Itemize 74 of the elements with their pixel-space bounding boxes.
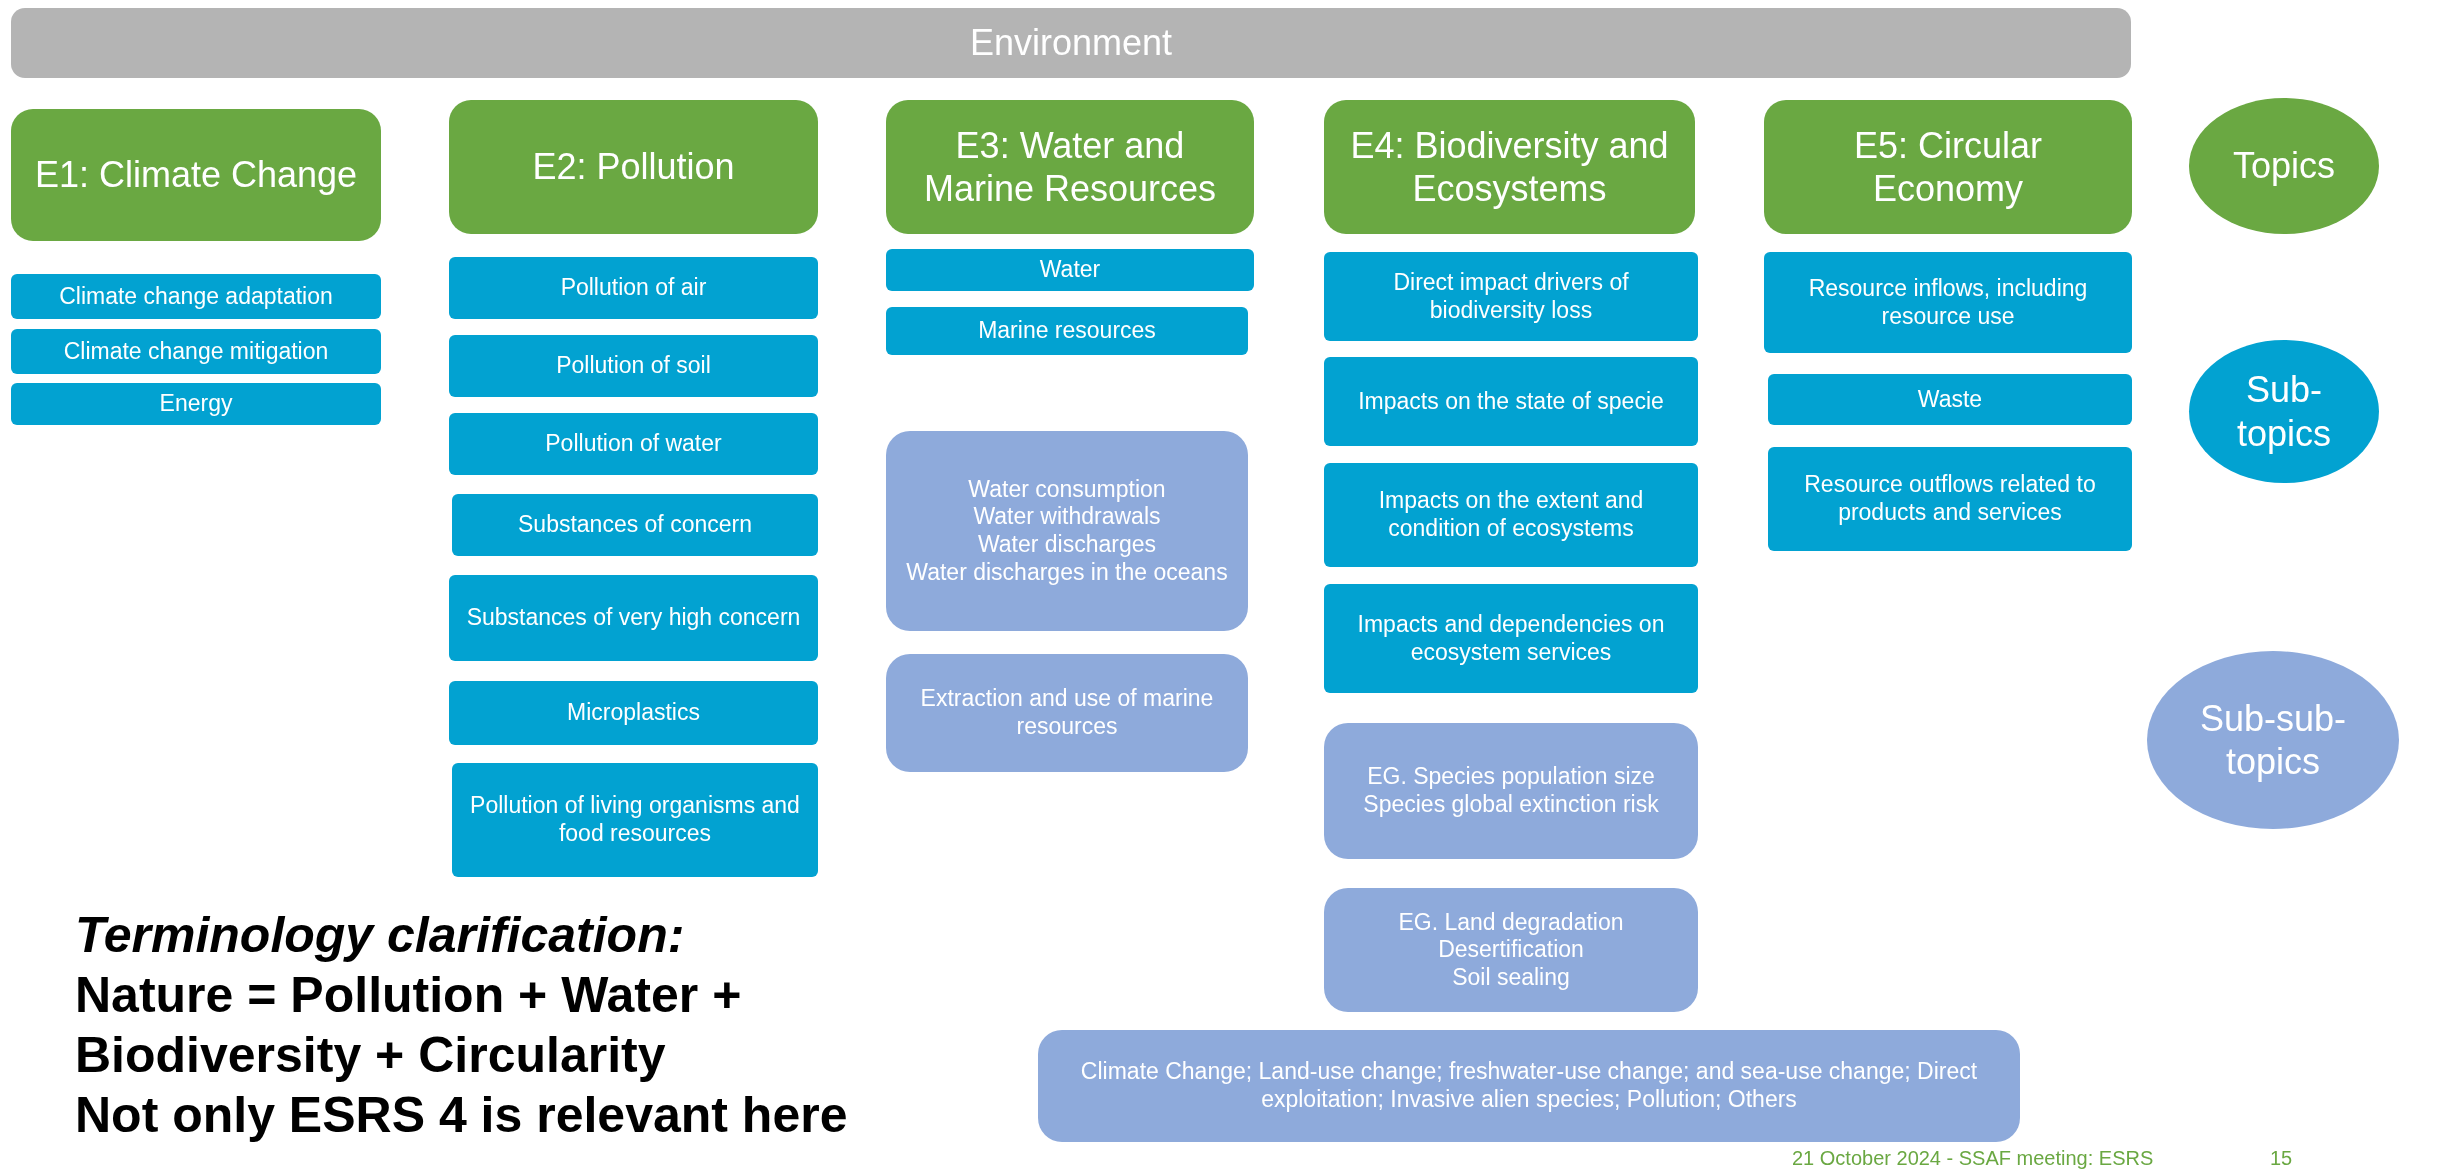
subtopic-box — [1324, 357, 1698, 446]
subsubtopic-text: Extraction and use of marine resources — [919, 685, 1215, 741]
subtopic-box — [449, 575, 818, 661]
topic-title: E3: Water and Marine Resources — [922, 123, 1218, 211]
subtopic-box — [452, 763, 818, 877]
subtopic-box — [449, 257, 818, 319]
subsubtopic-box — [1038, 1030, 2020, 1142]
subtopic-box — [1768, 447, 2132, 551]
subtopic-text: Pollution of water — [545, 430, 722, 458]
subsubtopic-text: EG. Species population size — [1367, 763, 1655, 791]
subtopic-box — [449, 413, 818, 475]
note-text: Not only ESRS 4 is relevant here — [75, 1086, 849, 1145]
subsubtopic-text: Water consumption — [968, 475, 1166, 504]
subtopic-text: Pollution of living organisms and food resources — [469, 792, 801, 848]
subsubtopic-text: Species global extinction risk — [1363, 791, 1659, 819]
topic-title: E2: Pollution — [532, 145, 735, 189]
subtopic-text: Energy — [159, 390, 233, 418]
subsubtopic-box — [886, 431, 1248, 631]
subtopic-text: Substances of concern — [518, 511, 752, 539]
subtopic-box — [11, 274, 381, 319]
subtopic-text: Pollution of air — [560, 274, 707, 302]
subtopic-text: Impacts and dependencies on ecosystem services — [1356, 610, 1666, 667]
subsubtopic-text: Climate Change; Land-use change; freshwater-use change; and sea-use change; Direct exploitation; Invasive alien species; Pollution; Others — [1079, 1058, 1979, 1114]
subtopic-text: Substances of very high concern — [466, 604, 801, 632]
section-banner — [11, 8, 2131, 78]
subtopic-box — [449, 335, 818, 397]
topic-box — [886, 100, 1254, 234]
subsubtopic-text: EG. Land degradation — [1398, 908, 1624, 937]
subtopic-text: Climate change mitigation — [63, 337, 329, 366]
subtopic-box — [11, 329, 381, 374]
subtopic-text: Resource inflows, including resource use — [1807, 274, 2089, 331]
subsubtopic-text: Water discharges in the oceans — [906, 558, 1228, 587]
banner-title: Environment — [969, 21, 1173, 65]
subtopic-box — [1768, 374, 2132, 425]
topic-title: E5: Circular Economy — [1852, 123, 2044, 211]
subtopic-box — [1324, 584, 1698, 693]
subtopic-box — [449, 681, 818, 745]
page-number: 15 — [2270, 1146, 2294, 1170]
subsubtopic-box — [1324, 888, 1698, 1012]
note-text: Nature = Pollution + Water + Biodiversity + Circularity — [75, 966, 743, 1085]
subtopic-text: Microplastics — [567, 699, 700, 727]
subtopic-text: Impacts on the state of specie — [1358, 387, 1664, 416]
subtopic-box — [1764, 252, 2132, 353]
subtopic-box — [1324, 463, 1698, 567]
subtopic-text: Waste — [1917, 385, 1983, 414]
subsubtopic-text: Water discharges — [977, 531, 1157, 559]
subtopic-text: Impacts on the extent and condition of ecosystems — [1377, 487, 1645, 543]
legend-text: Sub-topics — [2235, 368, 2332, 455]
subtopic-text: Resource outflows related to products and services — [1803, 471, 2097, 527]
subtopic-text: Pollution of soil — [556, 352, 711, 380]
subtopic-text: Direct impact drivers of biodiversity loss — [1392, 268, 1630, 325]
footer-text: 21 October 2024 - SSAF meeting: ESRS — [1792, 1146, 2155, 1170]
topic-box — [1764, 100, 2132, 234]
topic-box — [11, 109, 381, 241]
subtopic-box — [11, 383, 381, 425]
legend-text: Topics — [2232, 144, 2335, 188]
subtopic-text: Climate change adaptation — [59, 282, 333, 311]
subsubtopic-text: Water withdrawals — [973, 503, 1161, 531]
topic-title: E1: Climate Change — [34, 153, 358, 197]
subtopic-box — [886, 249, 1254, 291]
subtopic-text: Water — [1039, 256, 1101, 284]
subsubtopic-box — [1324, 723, 1698, 859]
note-heading: Terminology clarification: — [75, 906, 686, 965]
topic-box — [1324, 100, 1695, 234]
topic-box — [449, 100, 818, 234]
subtopic-box — [1324, 252, 1698, 341]
subtopic-box — [886, 307, 1248, 355]
subsubtopic-text: Desertification — [1438, 936, 1584, 964]
legend-text: Sub-sub-topics — [2198, 696, 2348, 784]
subsubtopic-box — [886, 654, 1248, 772]
subtopic-text: Marine resources — [978, 317, 1156, 345]
subsubtopic-text: Soil sealing — [1452, 963, 1570, 992]
subtopic-box — [452, 494, 818, 556]
topic-title: E4: Biodiversity and Ecosystems — [1349, 123, 1670, 211]
